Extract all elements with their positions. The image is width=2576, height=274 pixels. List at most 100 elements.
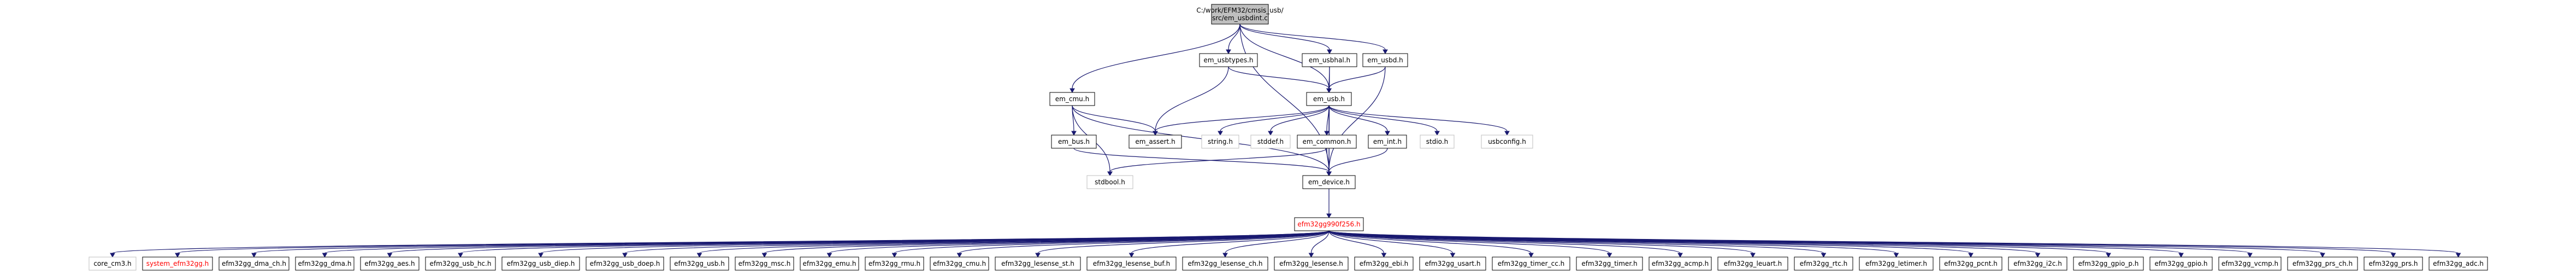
edge-em_cmu-to-em_device (1072, 105, 1330, 172)
node-label-em_assert: em_assert.h (1135, 138, 1175, 145)
edge-efm32gg990f256-to-l_gpio_p (1328, 230, 2109, 254)
edge-efm32gg990f256-to-l_usb_diep (540, 230, 1330, 254)
edge-efm32gg990f256-to-l_lesense_ch (1225, 230, 1330, 254)
node-em_device[interactable]: em_device.h (1302, 175, 1356, 189)
node-box-l_ebi (1354, 256, 1414, 271)
node-l_leuart[interactable]: efm32gg_leuart.h (1717, 256, 1788, 271)
node-label-l_ebi: efm32gg_ebi.h (1360, 260, 1409, 267)
arrowhead-efm32gg990f256-to-l_ebi (1381, 253, 1387, 258)
node-label-l_usb_doep: efm32gg_usb_doep.h (590, 260, 660, 267)
node-em_common[interactable]: em_common.h (1297, 135, 1357, 149)
edge-efm32gg990f256-to-l_lesense_st (1037, 230, 1330, 254)
edge-em_int-to-em_device (1328, 148, 1388, 172)
node-l_gpio_p[interactable]: efm32gg_gpio_p.h (2073, 256, 2144, 271)
node-l_lesense_buf[interactable]: efm32gg_lesense_buf.h (1086, 256, 1177, 271)
node-label-l_dma_ch: efm32gg_dma_ch.h (222, 260, 286, 267)
edge-efm32gg990f256-to-l_dma_ch (253, 230, 1330, 254)
node-l_usart[interactable]: efm32gg_usart.h (1419, 256, 1486, 271)
arrowhead-efm32gg990f256-to-l_dma (322, 253, 328, 258)
node-l_rtc[interactable]: efm32gg_rtc.h (1794, 256, 1853, 271)
edge-em_usb-to-stddef (1270, 105, 1330, 132)
node-em_cmu[interactable]: em_cmu.h (1049, 92, 1095, 106)
node-l_usb_doep[interactable]: efm32gg_usb_doep.h (586, 256, 664, 271)
node-label-em_device: em_device.h (1308, 178, 1350, 186)
edge-root-to-em_cmu (1072, 24, 1240, 89)
node-box-l_lesense_ch (1182, 256, 1268, 271)
node-box-stdbool (1086, 175, 1133, 189)
node-l_vcmp[interactable]: efm32gg_vcmp.h (2218, 256, 2282, 271)
arrowhead-efm32gg990f256-to-l_timer (1606, 253, 1612, 258)
node-em_bus[interactable]: em_bus.h (1051, 135, 1097, 149)
arrowhead-efm32gg990f256-to-l_dma_ch (251, 253, 257, 258)
node-l_prs[interactable]: efm32gg_prs.h (2364, 256, 2423, 271)
node-system_efm32gg[interactable]: system_efm32gg.h (142, 256, 213, 271)
node-l_dma[interactable]: efm32gg_dma.h (295, 256, 355, 271)
node-l_cmu[interactable]: efm32gg_cmu.h (930, 256, 989, 271)
node-l_msc[interactable]: efm32gg_msc.h (735, 256, 794, 271)
node-box-l_timer (1576, 256, 1643, 271)
node-box-em_usbd (1362, 53, 1408, 67)
arrowhead-efm32gg990f256-to-l_i2c (2035, 253, 2041, 258)
node-root[interactable]: C:/work/EFM32/cmsis_usb/src/em_usbdint.c (1196, 4, 1284, 25)
edge-efm32gg990f256-to-l_leuart (1328, 230, 1753, 254)
node-l_rmu[interactable]: efm32gg_rmu.h (865, 256, 924, 271)
node-em_usbd[interactable]: em_usbd.h (1362, 53, 1408, 67)
node-em_usbtypes[interactable]: em_usbtypes.h (1199, 53, 1258, 67)
edge-efm32gg990f256-to-l_lesense_buf (1131, 230, 1330, 254)
node-l_usb[interactable]: efm32gg_usb.h (670, 256, 729, 271)
node-l_letimer[interactable]: efm32gg_letimer.h (1859, 256, 1934, 271)
node-l_aes[interactable]: efm32gg_aes.h (360, 256, 420, 271)
node-l_acmp[interactable]: efm32gg_acmp.h (1649, 256, 1712, 271)
node-box-l_leuart (1717, 256, 1788, 271)
node-box-l_usb (670, 256, 729, 271)
node-label-em_common: em_common.h (1303, 138, 1351, 145)
node-label-l_leuart: efm32gg_leuart.h (1724, 260, 1782, 267)
node-efm32gg990f256[interactable]: efm32gg990f256.h (1294, 217, 1364, 231)
node-label-l_vcmp: efm32gg_vcmp.h (2221, 260, 2278, 267)
node-l_prs_ch[interactable]: efm32gg_prs_ch.h (2287, 256, 2358, 271)
arrowhead-em_int-to-em_device (1326, 171, 1332, 177)
node-l_gpio[interactable]: efm32gg_gpio.h (2149, 256, 2213, 271)
node-label-core_cm3: core_cm3.h (93, 260, 131, 267)
node-em_usb[interactable]: em_usb.h (1306, 92, 1352, 106)
node-l_lesense_ch[interactable]: efm32gg_lesense_ch.h (1182, 256, 1268, 271)
node-box-l_dma_ch (218, 256, 289, 271)
node-box-em_usbhal (1302, 53, 1357, 67)
node-l_timer[interactable]: efm32gg_timer.h (1576, 256, 1643, 271)
node-core_cm3: core_cm3.h (88, 256, 137, 271)
node-l_lesense_st[interactable]: efm32gg_lesense_st.h (995, 256, 1081, 271)
node-l_pcnt[interactable]: efm32gg_pcnt.h (1939, 256, 2002, 271)
node-l_ebi[interactable]: efm32gg_ebi.h (1354, 256, 1414, 271)
node-box-l_dma (295, 256, 355, 271)
node-box-l_emu (800, 256, 859, 271)
arrowhead-em_usb-to-stddef (1268, 131, 1273, 136)
node-label-l_rmu: efm32gg_rmu.h (868, 260, 920, 267)
arrowhead-efm32gg990f256-to-l_emu (826, 253, 832, 258)
node-em_int[interactable]: em_int.h (1368, 135, 1407, 149)
node-em_usbhal[interactable]: em_usbhal.h (1302, 53, 1357, 67)
arrowhead-root-to-em_usbd (1382, 49, 1388, 55)
node-l_i2c[interactable]: efm32gg_i2c.h (2008, 256, 2067, 271)
node-box-stddef (1250, 135, 1291, 149)
node-l_emu[interactable]: efm32gg_emu.h (800, 256, 859, 271)
node-label-l_gpio_p: efm32gg_gpio_p.h (2078, 260, 2139, 267)
node-l_lesense[interactable]: efm32gg_lesense.h (1274, 256, 1349, 271)
node-label-l_i2c: efm32gg_i2c.h (2013, 260, 2062, 267)
node-l_adc[interactable]: efm32gg_adc.h (2429, 256, 2488, 271)
node-l_usb_hc[interactable]: efm32gg_usb_hc.h (425, 256, 496, 271)
node-string: string.h (1201, 135, 1239, 149)
arrowhead-efm32gg990f256-to-l_acmp (1677, 253, 1683, 258)
node-l_usb_diep[interactable]: efm32gg_usb_diep.h (501, 256, 580, 271)
node-box-usbconfig (1481, 135, 1533, 149)
node-label-l_aes: efm32gg_aes.h (364, 260, 415, 267)
node-label-l_acmp: efm32gg_acmp.h (1652, 260, 1709, 267)
edge-efm32gg990f256-to-l_lesense (1310, 230, 1330, 254)
node-em_assert[interactable]: em_assert.h (1129, 135, 1182, 149)
node-l_timer_cc[interactable]: efm32gg_timer_cc.h (1492, 256, 1570, 271)
node-box-l_prs (2364, 256, 2423, 271)
node-box-system_efm32gg (142, 256, 213, 271)
node-box-l_usart (1419, 256, 1486, 271)
node-l_dma_ch[interactable]: efm32gg_dma_ch.h (218, 256, 289, 271)
node-box-l_cmu (930, 256, 989, 271)
node-box-stdio (1420, 135, 1455, 149)
